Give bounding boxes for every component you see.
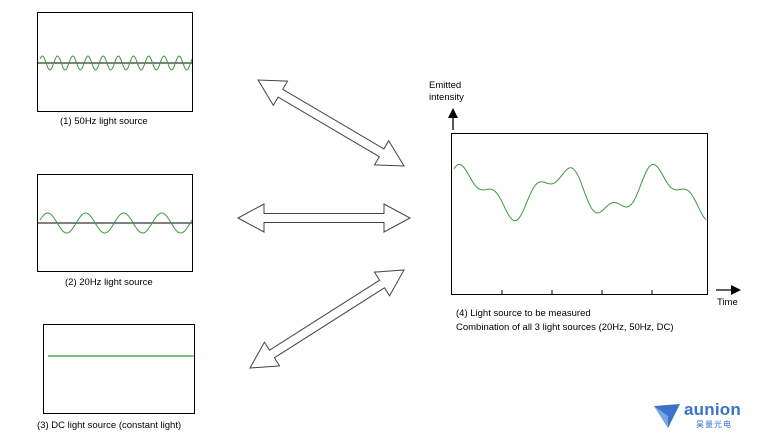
- logo-subtitle: 昊量光电: [696, 420, 732, 429]
- caption-20hz: (2) 20Hz light source: [65, 277, 153, 288]
- combined-wave: [453, 163, 707, 222]
- arrow-from-20hz-icon: [236, 203, 412, 233]
- y-axis-arrow-icon: [448, 108, 458, 130]
- time-ticks: [501, 290, 653, 294]
- y-axis-label: Emitted intensity: [429, 80, 464, 103]
- x-axis-arrow-icon: [716, 285, 741, 295]
- panel-dc-light-source: [43, 324, 195, 414]
- panel-combined-light-source: [451, 133, 708, 295]
- sine-wave-20hz: [39, 212, 192, 234]
- waveform-dc: [48, 355, 194, 357]
- panel-50hz-light-source: [37, 12, 193, 112]
- panel-20hz-light-source: [37, 174, 193, 272]
- logo-wordmark: aunion: [684, 400, 741, 419]
- waveform-20hz: [38, 212, 192, 234]
- caption-combined-subtitle: Combination of all 3 light sources (20Hz…: [456, 322, 674, 333]
- waveform-50hz: [38, 55, 192, 71]
- arrow-from-dc-icon: [249, 269, 405, 369]
- sine-wave-50hz: [39, 55, 192, 71]
- caption-dc: (3) DC light source (constant light): [37, 420, 182, 431]
- arrow-from-50hz-icon: [257, 79, 405, 167]
- caption-combined-title: (4) Light source to be measured: [456, 308, 591, 319]
- logo-mark-icon: [654, 404, 680, 428]
- waveform-combined: [453, 163, 707, 294]
- aunion-logo: aunion 昊量光电: [652, 400, 752, 432]
- caption-50hz: (1) 50Hz light source: [60, 116, 148, 127]
- x-axis-label: Time: [717, 297, 738, 308]
